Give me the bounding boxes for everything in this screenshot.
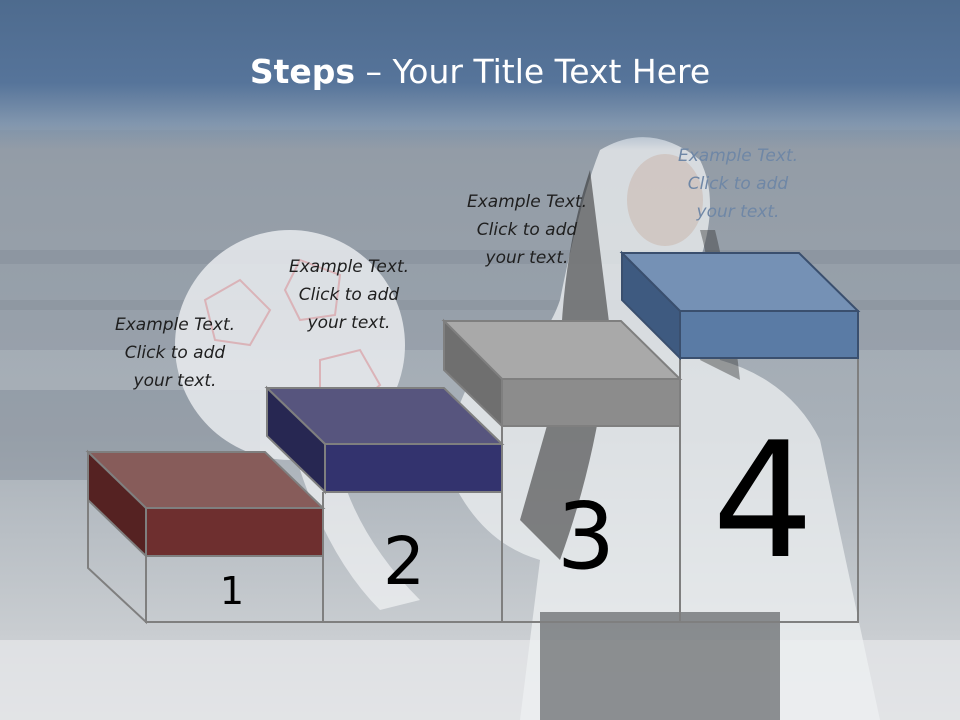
caption-line: your text. bbox=[133, 371, 217, 391]
caption-line: Example Text. bbox=[114, 315, 236, 335]
step-number-3: 3 bbox=[557, 483, 616, 590]
caption-line: Click to add bbox=[476, 220, 578, 240]
title-rest: – Your Title Text Here bbox=[355, 52, 711, 91]
step-block-3[interactable] bbox=[441, 318, 683, 429]
caption-line: Example Text. bbox=[677, 146, 799, 166]
step-frame-4 bbox=[679, 358, 859, 623]
title-bold: Steps bbox=[249, 52, 356, 91]
caption-line: Example Text. bbox=[466, 192, 588, 212]
step-caption-3[interactable]: Example Text. Click to add your text. bbox=[442, 188, 612, 272]
step-block-2[interactable] bbox=[264, 385, 505, 495]
step-block-4[interactable] bbox=[619, 250, 861, 361]
caption-line: your text. bbox=[307, 313, 391, 333]
step-caption-2[interactable]: Example Text. Click to add your text. bbox=[264, 253, 434, 337]
caption-line: your text. bbox=[696, 202, 780, 222]
caption-line: Click to add bbox=[124, 343, 226, 363]
caption-line: your text. bbox=[485, 248, 569, 268]
slide-title[interactable]: Steps – Your Title Text Here bbox=[0, 52, 960, 91]
caption-line: Example Text. bbox=[288, 257, 410, 277]
step-number-2: 2 bbox=[383, 523, 425, 600]
step-number-1: 1 bbox=[220, 569, 244, 613]
step-caption-1[interactable]: Example Text. Click to add your text. bbox=[90, 311, 260, 395]
step-caption-4[interactable]: Example Text. Click to add your text. bbox=[653, 142, 823, 226]
caption-line: Click to add bbox=[687, 174, 789, 194]
caption-line: Click to add bbox=[298, 285, 400, 305]
step-number-4: 4 bbox=[712, 407, 814, 594]
step-block-1[interactable] bbox=[85, 449, 326, 559]
title-band bbox=[0, 0, 960, 150]
